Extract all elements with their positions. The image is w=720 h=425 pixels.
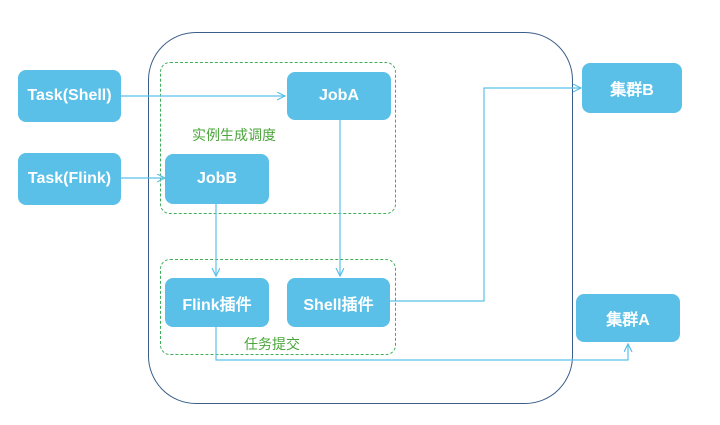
flink-plugin-node[interactable]: Flink插件	[165, 278, 269, 327]
shell-plugin-node[interactable]: Shell插件	[287, 278, 390, 327]
job-b-node[interactable]: JobB	[165, 154, 269, 204]
cluster-a-node[interactable]: 集群A	[576, 294, 680, 342]
task-shell-node[interactable]: Task(Shell)	[18, 70, 121, 122]
group-label-task-submission: 任务提交	[244, 337, 300, 353]
job-a-node[interactable]: JobA	[287, 72, 391, 120]
group-label-instance-scheduling: 实例生成调度	[192, 128, 276, 144]
task-flink-node[interactable]: Task(Flink)	[18, 153, 121, 205]
cluster-b-node[interactable]: 集群B	[582, 63, 682, 113]
